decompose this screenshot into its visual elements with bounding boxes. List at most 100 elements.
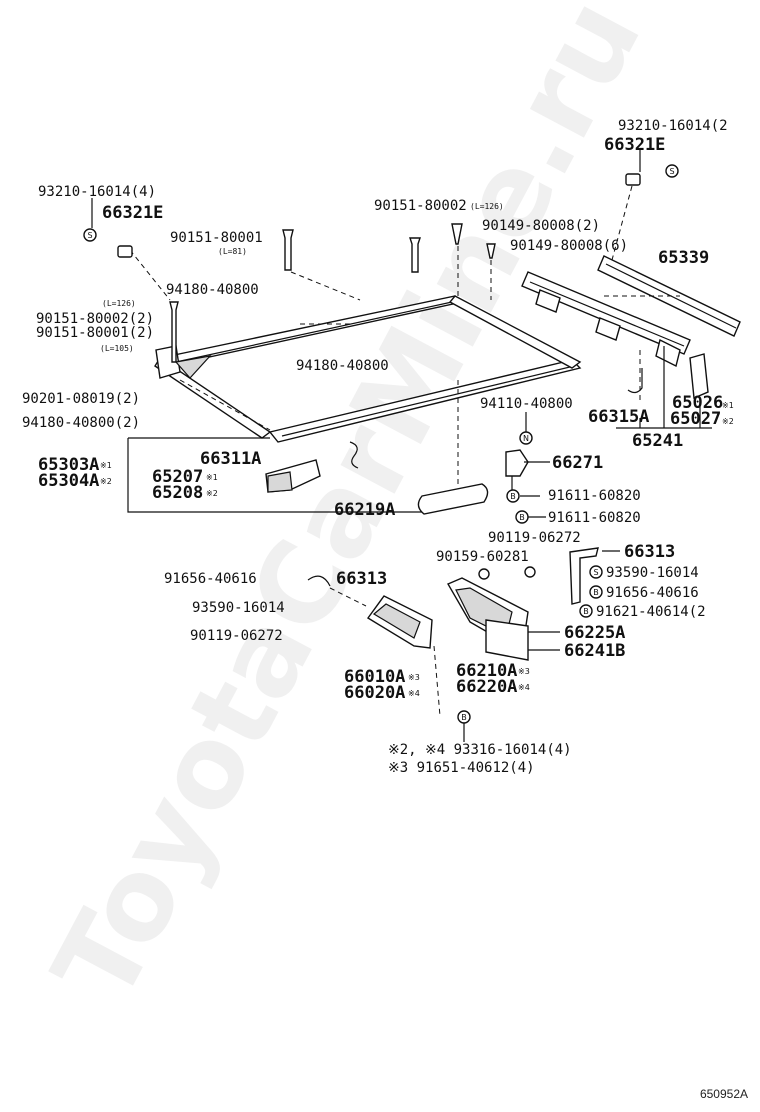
leader-lines	[91, 148, 701, 742]
rail-65339	[597, 255, 741, 337]
label-length-105: (L=105)	[100, 344, 134, 353]
label-94180-40800-b: 94180-40800	[296, 358, 389, 374]
bolt-90151-top	[409, 237, 421, 273]
label-90151-80002-left: 90151-80002(2)	[36, 311, 154, 327]
symbol-letter: S	[87, 231, 92, 240]
symbol-letter: B	[519, 513, 525, 522]
clip-90159	[478, 566, 536, 580]
symbol-letter: S	[669, 167, 674, 176]
symbol-letter: B	[583, 607, 589, 616]
symbol-s-3: S	[589, 565, 603, 579]
label-90149-80008-b: 90149-80008(6)	[510, 238, 628, 254]
label-66315a: 66315A	[588, 407, 649, 427]
label-66010a: 66010A	[344, 667, 405, 687]
label-66271: 66271	[552, 453, 603, 473]
label-94110-40800: 94110-40800	[480, 396, 573, 412]
mudguard-66010a	[366, 595, 433, 649]
label-93590-16014-left: 93590-16014	[192, 600, 285, 616]
label-94180-40800-c: 94180-40800(2)	[22, 415, 140, 431]
flap-66241b	[485, 619, 529, 661]
label-length-126-left: (L=126)	[102, 299, 136, 308]
diagram-code: 650952A	[700, 1087, 748, 1101]
label-90159-60281: 90159-60281	[436, 549, 529, 565]
label-66321e-right: 66321E	[604, 135, 665, 155]
symbol-letter: S	[593, 568, 598, 577]
nut-66321e-right	[611, 173, 641, 261]
symbol-b-5: B	[457, 710, 471, 724]
variant-mark: ※3	[518, 667, 530, 676]
label-65304a: 65304A	[38, 471, 99, 491]
bracket-66271	[505, 449, 529, 492]
symbol-letter: B	[593, 588, 599, 597]
label-91611-60820-b: 91611-60820	[548, 510, 641, 526]
label-90119-06272-right: 90119-06272	[488, 530, 581, 546]
label-65026: 65026	[672, 393, 723, 413]
bracket-65207	[265, 459, 321, 493]
bolt-90151-80001	[282, 229, 361, 301]
symbol-s-2: S	[665, 164, 679, 178]
label-65303a: 65303A	[38, 455, 99, 475]
variant-mark: ※1	[206, 473, 218, 482]
stay-66313-right	[569, 547, 599, 605]
clip-66311a	[349, 441, 359, 469]
bolt-90151-left	[129, 249, 179, 363]
rail-assembly-65241	[521, 271, 691, 400]
label-93210-16014-left: 93210-16014(4)	[38, 184, 156, 200]
label-66210a: 66210A	[456, 661, 517, 681]
label-93210-16014-right: 93210-16014(2	[618, 118, 728, 134]
symbol-b-2: B	[515, 510, 529, 524]
variant-mark: ※2	[722, 417, 734, 426]
variant-mark: ※2	[100, 477, 112, 486]
label-90149-80008-a: 90149-80008(2)	[482, 218, 600, 234]
variant-mark: ※4	[408, 689, 420, 698]
group-bracket-65303a	[127, 437, 422, 513]
label-65208: 65208	[152, 483, 203, 503]
symbol-n-1: N	[519, 431, 533, 445]
label-65241: 65241	[632, 431, 683, 451]
group-bracket-65241	[616, 346, 712, 429]
leader-b-dashed	[433, 645, 441, 717]
label-66220a: 66220A	[456, 677, 517, 697]
label-91621-40614: 91621-40614(2	[596, 604, 706, 620]
symbol-letter: B	[461, 713, 467, 722]
label-66313-left: 66313	[336, 569, 387, 589]
variant-mark: ※2	[206, 489, 218, 498]
label-65339: 65339	[658, 248, 709, 268]
symbol-b-3: B	[589, 585, 603, 599]
screw-90149-b	[486, 243, 496, 300]
screw-90149-a	[451, 223, 463, 300]
symbol-b-1: B	[506, 489, 520, 503]
bracket-65026	[689, 353, 709, 400]
symbol-letter: B	[510, 492, 516, 501]
hook-66315a	[627, 368, 643, 394]
label-90151-80001-left: 90151-80001(2)	[36, 325, 154, 341]
note-93316-16014: ※2, ※4 93316-16014(4)	[388, 742, 572, 758]
label-66219a: 66219A	[334, 500, 395, 520]
symbol-letter: N	[523, 434, 529, 443]
label-93590-16014-right: 93590-16014	[606, 565, 699, 581]
label-66321e-left: 66321E	[102, 203, 163, 223]
label-90201-08019: 90201-08019(2)	[22, 391, 140, 407]
label-91656-40616-right: 91656-40616	[606, 585, 699, 601]
label-66311a: 66311A	[200, 449, 261, 469]
label-66313-right: 66313	[624, 542, 675, 562]
label-90151-80001: 90151-80001	[170, 230, 263, 246]
variant-mark: ※1	[722, 401, 734, 410]
label-90119-06272-left: 90119-06272	[190, 628, 283, 644]
symbol-s-1: S	[83, 228, 97, 242]
label-91656-40616-left: 91656-40616	[164, 571, 257, 587]
label-65207: 65207	[152, 467, 203, 487]
stay-66313-left	[307, 575, 367, 607]
label-65027: 65027	[670, 409, 721, 429]
nut-66321e-left	[117, 245, 133, 258]
label-91611-60820-a: 91611-60820	[548, 488, 641, 504]
label-66225a: 66225A	[564, 623, 625, 643]
variant-mark: ※3	[408, 673, 420, 682]
label-90151-80002-top: 90151-80002	[374, 198, 467, 214]
label-length-81: (L=81)	[218, 247, 247, 256]
variant-mark: ※4	[518, 683, 530, 692]
symbol-b-4: B	[579, 604, 593, 618]
label-66241b: 66241B	[564, 641, 625, 661]
variant-mark: ※1	[100, 461, 112, 470]
